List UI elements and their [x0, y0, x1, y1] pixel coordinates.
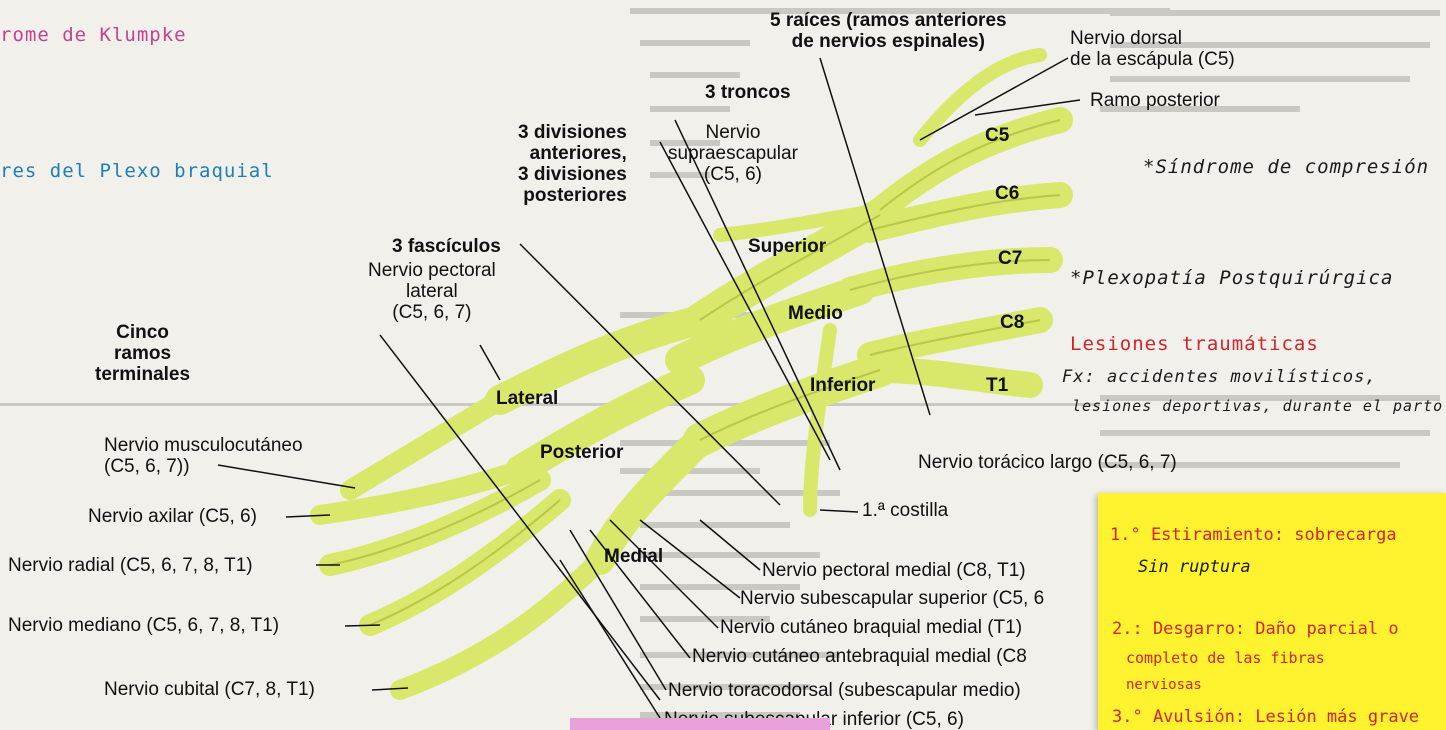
cord-medial-shape	[585, 425, 715, 575]
label-pectoral-medial: Nervio pectoral medial (C8, T1)	[762, 560, 1026, 581]
label-medial-brachial-cutaneous: Nervio cutáneo braquial medial (T1)	[720, 617, 1023, 638]
label-c5: C5	[985, 125, 1010, 146]
label-cord-lateral: Lateral	[496, 388, 559, 409]
root-t1-shape	[867, 357, 1043, 398]
label-axillary: Nervio axilar (C5, 6)	[88, 506, 257, 527]
label-cord-medial: Medial	[604, 546, 664, 567]
label-troncos: 3 troncos	[705, 82, 791, 103]
dorsal-scapular-shape	[913, 48, 1047, 147]
label-thoracodorsal: Nervio toracodorsal (subescapular medio)	[668, 680, 1021, 701]
sticky-line-3: 2.: Desgarro: Daño parcial o	[1112, 619, 1399, 639]
handwritten-right-1: *Síndrome de compresión	[1143, 156, 1430, 178]
label-subscapular-superior: Nervio subescapular superior (C5, 6	[740, 588, 1045, 609]
label-ulnar: Nervio cubital (C7, 8, T1)	[104, 679, 315, 700]
branch-ulnar-shape	[390, 550, 610, 700]
label-musculocutaneous: Nervio musculocutáneo(C5, 6, 7))	[104, 435, 303, 477]
label-ramo-posterior: Ramo posterior	[1090, 90, 1220, 111]
sticky-line-2: Sin ruptura	[1138, 557, 1251, 577]
label-median: Nervio mediano (C5, 6, 7, 8, T1)	[8, 615, 280, 636]
label-trunk-superior: Superior	[748, 236, 827, 257]
handwritten-mid-left: res del Plexo braquial	[0, 160, 274, 182]
handwritten-right-5: lesiones deportivas, durante el parto	[1072, 397, 1444, 415]
label-long-thoracic: Nervio torácico largo (C5, 6, 7)	[918, 452, 1177, 473]
yellow-sticky-note: 1.° Estiramiento: sobrecarga Sin ruptura…	[1098, 493, 1446, 730]
pink-sticky-note	[570, 718, 830, 730]
label-fasciculos: 3 fascículos	[392, 236, 501, 257]
sticky-line-4: completo de las fibras	[1126, 649, 1325, 667]
sticky-line-5: nerviosas	[1126, 677, 1202, 693]
label-first-rib: 1.ª costilla	[862, 500, 949, 521]
label-medial-antebrachial-cutaneous: Nervio cutáneo antebraquial medial (C8	[692, 646, 1027, 667]
label-c6: C6	[995, 183, 1020, 204]
label-t1: T1	[986, 375, 1009, 396]
handwritten-right-3: Lesiones traumáticas	[1070, 333, 1319, 355]
label-trunk-medio: Medio	[788, 303, 843, 324]
label-radial: Nervio radial (C5, 6, 7, 8, T1)	[8, 555, 253, 576]
label-c8: C8	[1000, 312, 1025, 333]
sticky-line-1: 1.° Estiramiento: sobrecarga	[1110, 525, 1397, 545]
branch-musculocutaneous-shape	[340, 390, 510, 500]
handwritten-top-left: rome de Klumpke	[0, 24, 187, 46]
branch-axillary-shape	[310, 460, 530, 525]
cord-lateral-shape	[485, 305, 715, 415]
sticky-line-6: 3.° Avulsión: Lesión más grave	[1112, 707, 1420, 727]
long-thoracic-shape	[803, 323, 837, 517]
handwritten-right-4: Fx: accidentes movilísticos,	[1062, 367, 1377, 387]
handwritten-right-2: *Plexopatía Postquirúrgica	[1070, 267, 1394, 289]
label-cord-posterior: Posterior	[540, 442, 624, 463]
label-c7: C7	[998, 248, 1023, 269]
label-trunk-inferior: Inferior	[810, 375, 876, 396]
